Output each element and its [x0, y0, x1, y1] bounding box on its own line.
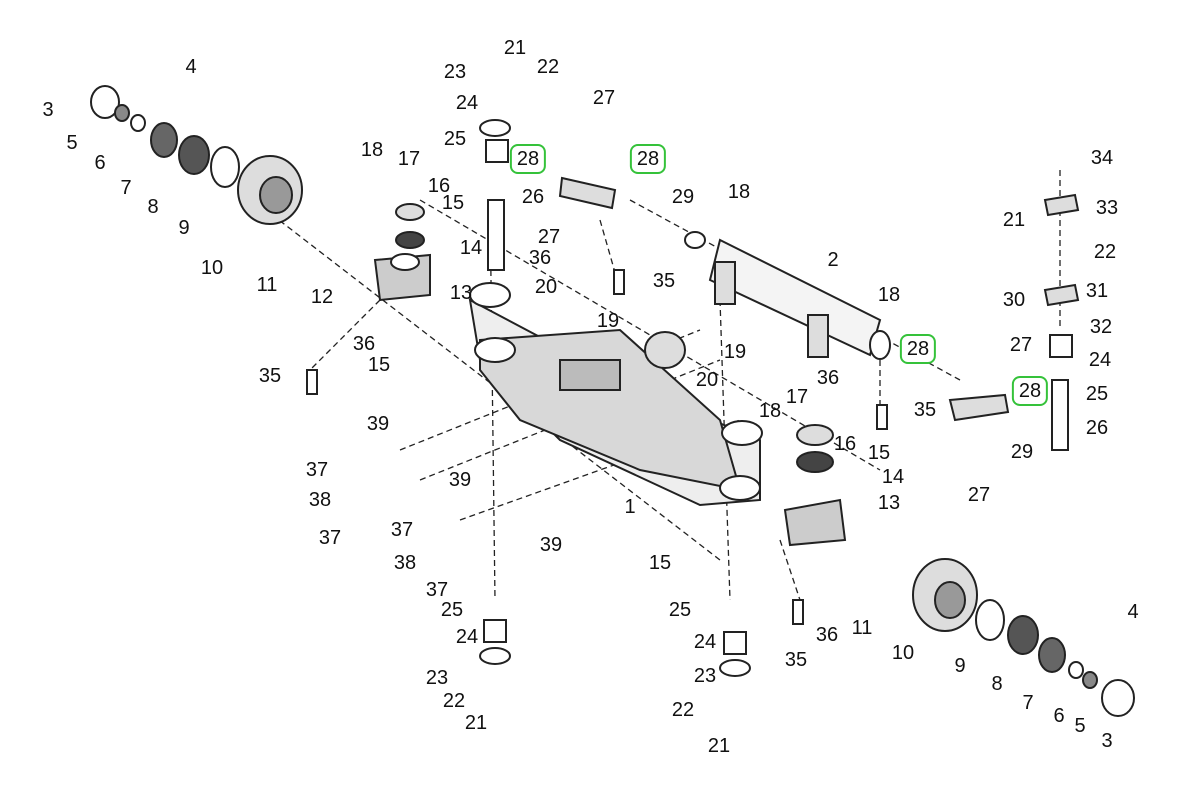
callout-25: 25 [443, 128, 467, 150]
callout-39: 39 [366, 413, 390, 435]
callout-37: 37 [305, 459, 329, 481]
callout-30: 30 [1002, 289, 1026, 311]
callout-6: 6 [1053, 705, 1065, 727]
callout-35: 35 [784, 649, 808, 671]
callout-37: 37 [390, 519, 414, 541]
callout-19: 19 [723, 341, 747, 363]
callout-35: 35 [652, 270, 676, 292]
callout-28-highlighted: 28 [629, 144, 667, 174]
callout-9: 9 [954, 655, 966, 677]
callout-18: 18 [877, 284, 901, 306]
callout-18: 18 [360, 139, 384, 161]
callout-37: 37 [318, 527, 342, 549]
callout-8: 8 [147, 196, 159, 218]
callout-28-highlighted: 28 [509, 144, 547, 174]
callout-35: 35 [258, 365, 282, 387]
callout-22: 22 [442, 690, 466, 712]
callout-21: 21 [503, 37, 527, 59]
callout-38: 38 [308, 489, 332, 511]
callout-14: 14 [881, 466, 905, 488]
callout-20: 20 [695, 369, 719, 391]
callout-17: 17 [785, 386, 809, 408]
callout-28-highlighted: 28 [899, 334, 937, 364]
callout-19: 19 [596, 310, 620, 332]
callout-16: 16 [833, 433, 857, 455]
callout-16: 16 [427, 175, 451, 197]
callout-36: 36 [816, 367, 840, 389]
callout-23: 23 [425, 667, 449, 689]
callout-34: 34 [1090, 147, 1114, 169]
callout-21: 21 [1002, 209, 1026, 231]
callout-27: 27 [537, 226, 561, 248]
callout-7: 7 [120, 177, 132, 199]
callout-22: 22 [1093, 241, 1117, 263]
callout-23: 23 [443, 61, 467, 83]
callout-1: 1 [624, 496, 636, 518]
callout-18: 18 [758, 400, 782, 422]
callout-36: 36 [815, 624, 839, 646]
callout-33: 33 [1095, 197, 1119, 219]
callout-26: 26 [521, 186, 545, 208]
callout-38: 38 [393, 552, 417, 574]
callout-21: 21 [707, 735, 731, 757]
callout-32: 32 [1089, 316, 1113, 338]
callout-25: 25 [440, 599, 464, 621]
callout-15: 15 [367, 354, 391, 376]
callout-24: 24 [455, 626, 479, 648]
callout-14: 14 [459, 237, 483, 259]
callout-13: 13 [877, 492, 901, 514]
callout-8: 8 [991, 673, 1003, 695]
callout-18: 18 [727, 181, 751, 203]
callout-11: 11 [851, 617, 873, 639]
callout-27: 27 [1009, 334, 1033, 356]
callout-23: 23 [693, 665, 717, 687]
callout-29: 29 [1010, 441, 1034, 463]
callout-39: 39 [448, 469, 472, 491]
callout-3: 3 [42, 99, 54, 121]
callout-15: 15 [648, 552, 672, 574]
callout-27: 27 [592, 87, 616, 109]
callout-10: 10 [200, 257, 224, 279]
callout-22: 22 [671, 699, 695, 721]
callout-26: 26 [1085, 417, 1109, 439]
callout-39: 39 [539, 534, 563, 556]
callout-9: 9 [178, 217, 190, 239]
callout-27: 27 [967, 484, 991, 506]
callout-24: 24 [1088, 349, 1112, 371]
callout-5: 5 [66, 132, 78, 154]
callout-3: 3 [1101, 730, 1113, 752]
callout-25: 25 [1085, 383, 1109, 405]
callout-2: 2 [827, 249, 839, 271]
callout-6: 6 [94, 152, 106, 174]
callout-36: 36 [528, 247, 552, 269]
callout-4: 4 [185, 56, 197, 78]
callout-11: 11 [256, 274, 278, 296]
callout-24: 24 [455, 92, 479, 114]
callout-29: 29 [671, 186, 695, 208]
callout-25: 25 [668, 599, 692, 621]
callout-15: 15 [867, 442, 891, 464]
callout-21: 21 [464, 712, 488, 734]
callout-22: 22 [536, 56, 560, 78]
callout-24: 24 [693, 631, 717, 653]
callout-10: 10 [891, 642, 915, 664]
callout-20: 20 [534, 276, 558, 298]
callout-5: 5 [1074, 715, 1086, 737]
callout-12: 12 [310, 286, 334, 308]
callout-17: 17 [397, 148, 421, 170]
callout-36: 36 [352, 333, 376, 355]
callout-13: 13 [449, 282, 473, 304]
callout-37: 37 [425, 579, 449, 601]
callout-15: 15 [441, 192, 465, 214]
callout-7: 7 [1022, 692, 1034, 714]
callout-31: 31 [1085, 280, 1109, 302]
callout-35: 35 [913, 399, 937, 421]
callout-4: 4 [1127, 601, 1139, 623]
callout-28-highlighted: 28 [1011, 376, 1049, 406]
